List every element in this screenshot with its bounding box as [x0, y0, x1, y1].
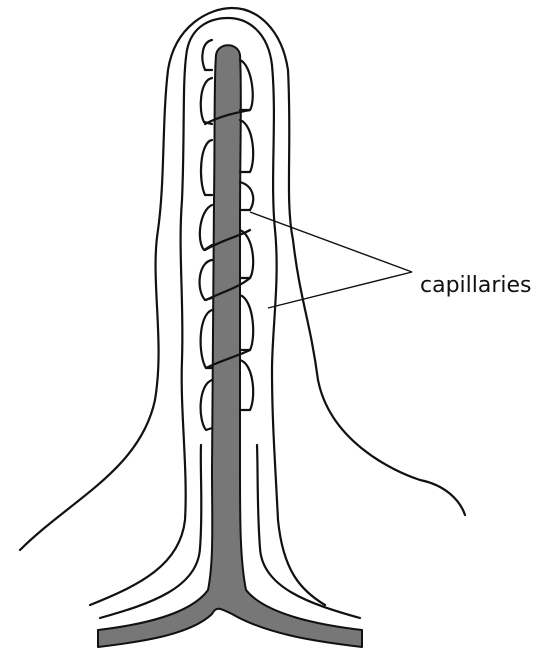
leader-line-lower: [268, 272, 412, 308]
capillary-loop-left-1: [202, 40, 212, 70]
capillary-loop-left-3: [201, 140, 212, 195]
capillary-loop-left-7: [201, 380, 212, 430]
capillary-loop-left-5: [200, 260, 212, 300]
capillary-loop-left-6: [201, 310, 212, 368]
capillary-loop-right-1: [240, 60, 253, 110]
capillary-loop-right-4: [240, 230, 253, 278]
capillary-loop-right-2: [240, 120, 253, 172]
capillary-loop-right-3: [240, 182, 253, 210]
leader-line-upper: [250, 212, 412, 272]
capillary-loop-right-6: [240, 360, 253, 410]
capillary-loop-right-5: [240, 295, 253, 350]
lacteal: [98, 45, 362, 647]
capillary-loop-left-4: [200, 205, 212, 250]
capillary-loop-left-2: [201, 78, 212, 124]
capillaries-label: capillaries: [420, 273, 532, 298]
